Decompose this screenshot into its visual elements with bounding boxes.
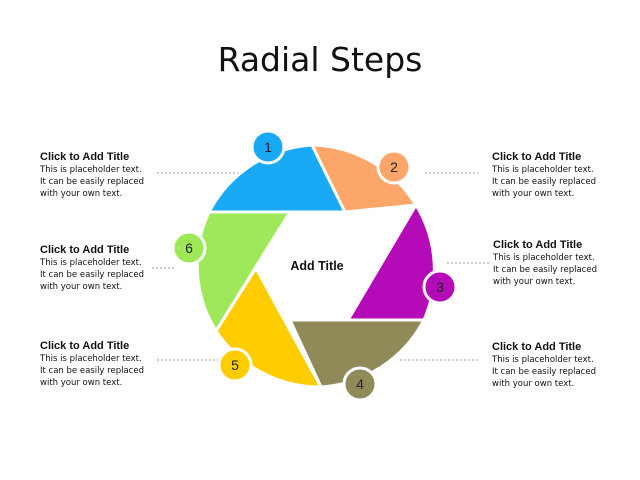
text-block-right-middle[interactable]: Click to Add Title This is placeholder t… <box>493 239 640 288</box>
step-badge-5[interactable]: 5 <box>217 347 253 383</box>
text-block-body[interactable]: This is placeholder text. It can be easi… <box>492 354 640 390</box>
text-block-line: It can be easily replaced <box>40 177 144 187</box>
step-badge-5-circle <box>217 347 253 383</box>
text-block-line: with your own text. <box>40 378 123 388</box>
text-block-title[interactable]: Click to Add Title <box>40 244 130 256</box>
text-block-body[interactable]: This is placeholder text. It can be easi… <box>493 252 640 288</box>
text-block-left-bottom[interactable]: Click to Add Title This is placeholder t… <box>40 340 190 389</box>
step-badge-6[interactable]: 6 <box>171 230 207 266</box>
step-badge-2[interactable]: 2 <box>376 149 412 185</box>
text-block-title[interactable]: Click to Add Title <box>492 151 582 163</box>
text-block-right-bottom[interactable]: Click to Add Title This is placeholder t… <box>492 341 640 390</box>
step-badge-1-circle <box>250 129 286 165</box>
step-badge-3-number: 3 <box>436 279 444 295</box>
text-block-line: This is placeholder text. <box>492 165 594 175</box>
step-badge-5-number: 5 <box>231 357 239 373</box>
step-badge-1[interactable]: 1 <box>250 129 286 165</box>
text-block-right-top[interactable]: Click to Add Title This is placeholder t… <box>492 151 640 200</box>
text-block-line: with your own text. <box>40 189 123 199</box>
text-block-line: This is placeholder text. <box>40 165 142 175</box>
text-block-body[interactable]: This is placeholder text. It can be easi… <box>492 164 640 200</box>
text-block-line: This is placeholder text. <box>40 258 142 268</box>
text-block-line: It can be easily replaced <box>40 366 144 376</box>
text-block-line: It can be easily replaced <box>40 270 144 280</box>
text-block-left-middle[interactable]: Click to Add Title This is placeholder t… <box>40 244 190 293</box>
text-block-line: It can be easily replaced <box>492 177 596 187</box>
step-badge-4-number: 4 <box>356 376 364 392</box>
text-block-line: with your own text. <box>492 189 575 199</box>
step-badge-3[interactable]: 3 <box>422 269 458 305</box>
text-block-line: It can be easily replaced <box>493 265 597 275</box>
center-hexagon <box>256 212 376 320</box>
text-block-line: This is placeholder text. <box>493 253 595 263</box>
text-block-line: It can be easily replaced <box>492 367 596 377</box>
step-badge-4[interactable]: 4 <box>342 366 378 402</box>
text-block-title[interactable]: Click to Add Title <box>40 340 130 352</box>
text-block-body[interactable]: This is placeholder text. It can be easi… <box>40 353 190 389</box>
step-badge-6-number: 6 <box>185 240 193 256</box>
page-title: Radial Steps <box>217 40 423 79</box>
text-block-title[interactable]: Click to Add Title <box>493 239 583 251</box>
text-block-line: This is placeholder text. <box>40 354 142 364</box>
text-block-body[interactable]: This is placeholder text. It can be easi… <box>40 164 190 200</box>
step-badge-4-circle <box>342 366 378 402</box>
center-title[interactable]: Add Title <box>290 259 343 273</box>
step-badges: 1 2 3 4 5 6 <box>171 129 458 402</box>
step-badge-2-circle <box>376 149 412 185</box>
segment-6[interactable] <box>195 210 292 333</box>
text-block-line: with your own text. <box>40 282 123 292</box>
text-block-title[interactable]: Click to Add Title <box>492 341 582 353</box>
text-block-line: This is placeholder text. <box>492 355 594 365</box>
text-block-title[interactable]: Click to Add Title <box>40 151 130 163</box>
step-badge-1-number: 1 <box>264 139 272 155</box>
text-block-line: with your own text. <box>492 379 575 389</box>
step-badge-6-circle <box>171 230 207 266</box>
step-badge-2-number: 2 <box>390 159 398 175</box>
text-block-body[interactable]: This is placeholder text. It can be easi… <box>40 257 190 293</box>
text-block-line: with your own text. <box>493 277 576 287</box>
text-block-left-top[interactable]: Click to Add Title This is placeholder t… <box>40 151 190 200</box>
step-badge-3-circle <box>422 269 458 305</box>
